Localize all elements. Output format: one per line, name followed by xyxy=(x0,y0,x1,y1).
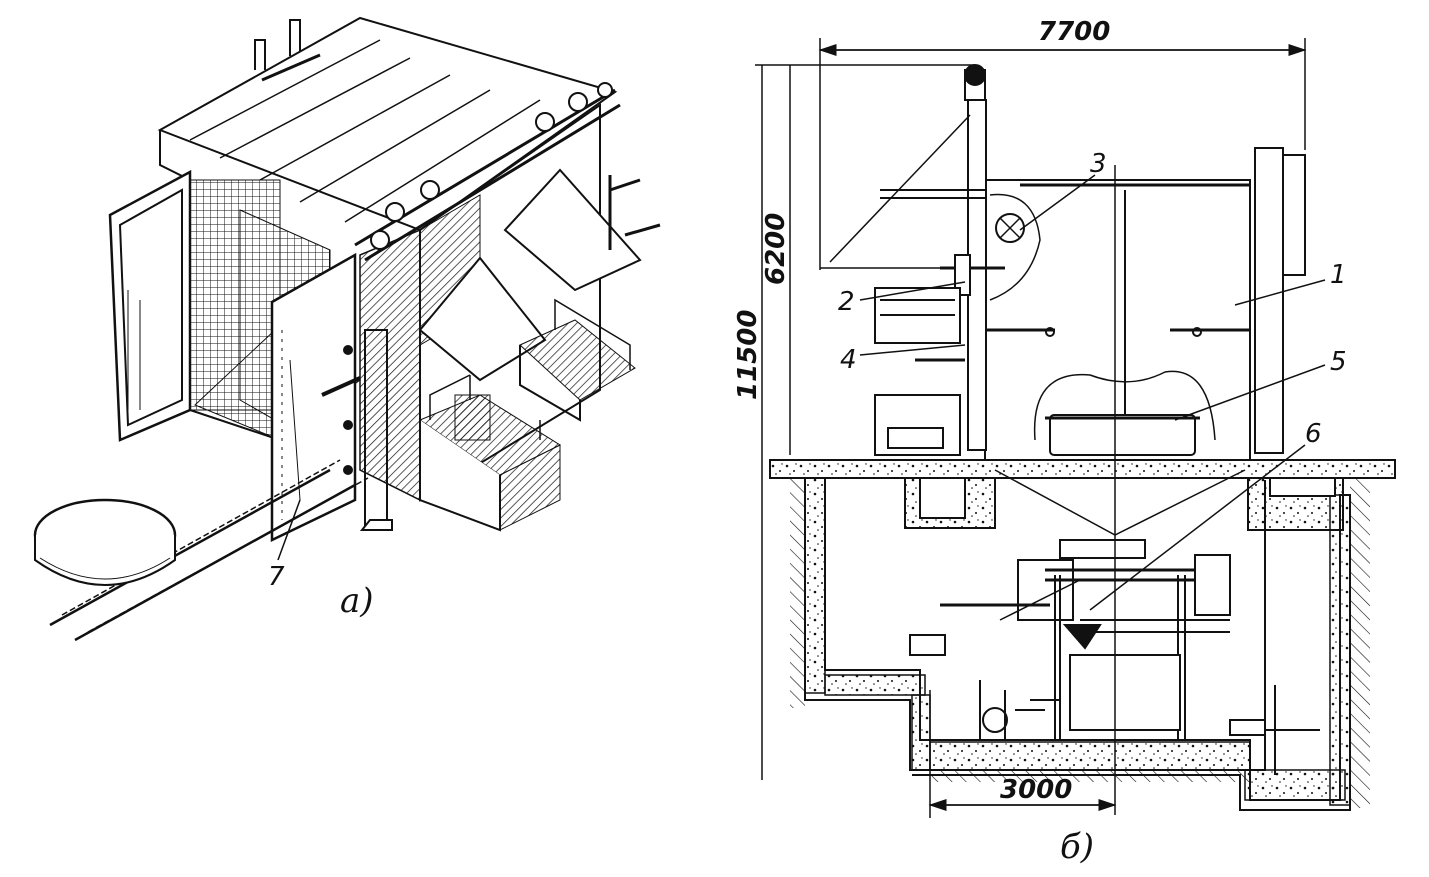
dim-height-total: 11500 xyxy=(733,310,763,400)
callout-4: 4 xyxy=(840,345,857,375)
callout-6: 6 xyxy=(1305,419,1322,449)
dim-width-top: 7700 xyxy=(1038,17,1110,47)
callout-3: 3 xyxy=(1090,149,1107,179)
callout-7: 7 xyxy=(268,562,285,592)
view-a-isometric xyxy=(33,16,661,642)
callout-2: 2 xyxy=(838,287,855,317)
dim-height-upper: 6200 xyxy=(761,213,791,285)
caption-view-a: а) xyxy=(340,581,374,621)
view-b-section xyxy=(755,38,1396,818)
caption-view-b: б) xyxy=(1060,827,1094,867)
dim-width-bottom: 3000 xyxy=(1000,775,1072,805)
callout-5: 5 xyxy=(1330,347,1347,377)
callout-1: 1 xyxy=(1330,260,1347,290)
